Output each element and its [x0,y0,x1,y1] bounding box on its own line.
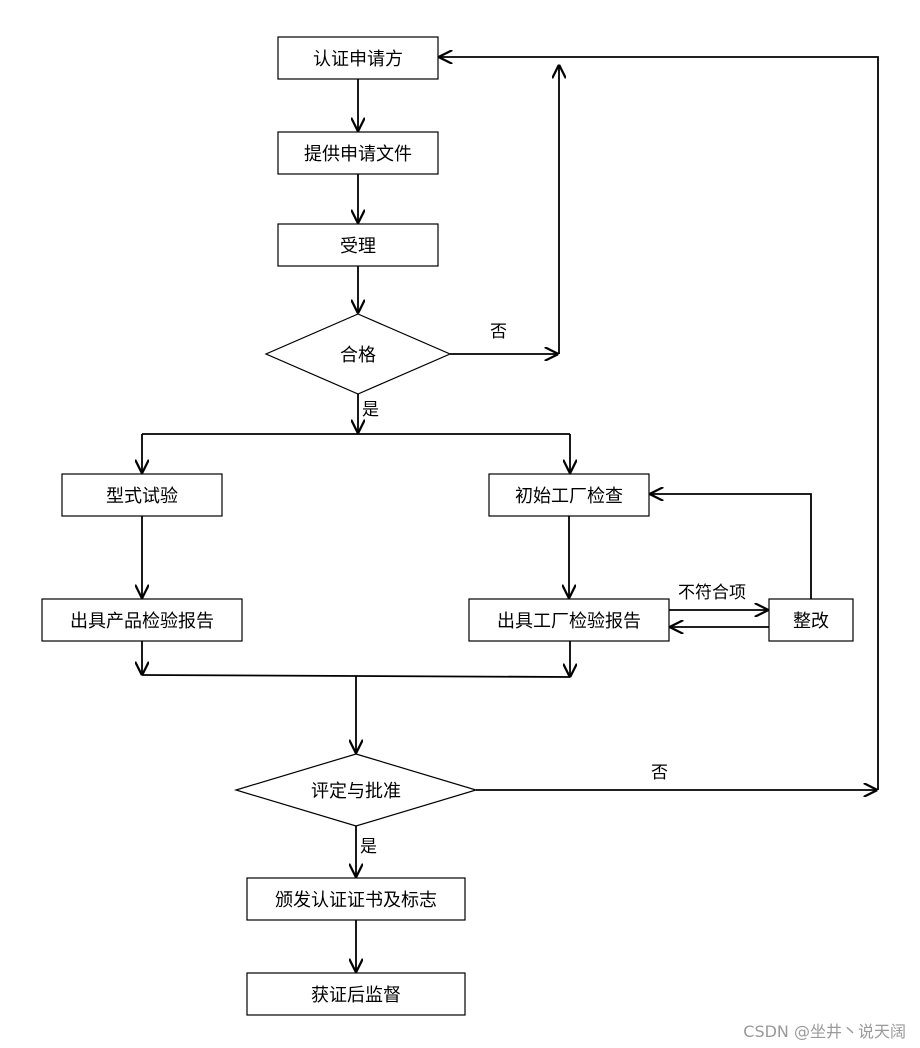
edge-label-approve-yes: 是 [360,837,377,857]
node-accept-label: 受理 [340,236,376,257]
decision-qualified-label: 合格 [340,345,376,366]
node-accept: 受理 [277,223,439,267]
node-product-report: 出具产品检验报告 [41,598,243,642]
node-issue-cert: 颁发认证证书及标志 [246,877,466,921]
edge-label-approve-no: 否 [651,763,668,783]
decision-review-approve-label: 评定与批准 [311,781,401,802]
node-factory-inspection: 初始工厂检查 [488,473,650,517]
node-rectify: 整改 [768,598,854,642]
node-apply: 认证申请方 [277,36,439,80]
decision-review-approve: 评定与批准 [233,753,479,827]
watermark: CSDN @坐井丶说天阔 [743,1022,906,1041]
node-rectify-label: 整改 [793,611,829,632]
node-type-test-label: 型式试验 [106,486,178,507]
edge-rectify-to-factory-inspection [651,494,812,599]
node-submit-docs: 提供申请文件 [277,131,439,175]
node-issue-cert-label: 颁发认证证书及标志 [275,890,437,911]
node-factory-report: 出具工厂检验报告 [468,598,670,642]
node-apply-label: 认证申请方 [313,49,403,70]
decision-qualified: 合格 [264,313,452,395]
edge-review-no-up [440,57,879,790]
node-product-report-label: 出具产品检验报告 [70,611,214,632]
node-factory-report-label: 出具工厂检验报告 [497,611,641,632]
edge-label-qualified-yes: 是 [362,400,379,420]
edge-label-qualified-no: 否 [490,322,507,342]
node-submit-docs-label: 提供申请文件 [304,144,412,165]
edge-label-nonconforming: 不符合项 [678,583,746,603]
node-post-supervision-label: 获证后监督 [311,985,401,1006]
node-type-test: 型式试验 [61,473,223,517]
node-post-supervision: 获证后监督 [246,972,466,1016]
node-factory-inspection-label: 初始工厂检查 [515,486,623,507]
